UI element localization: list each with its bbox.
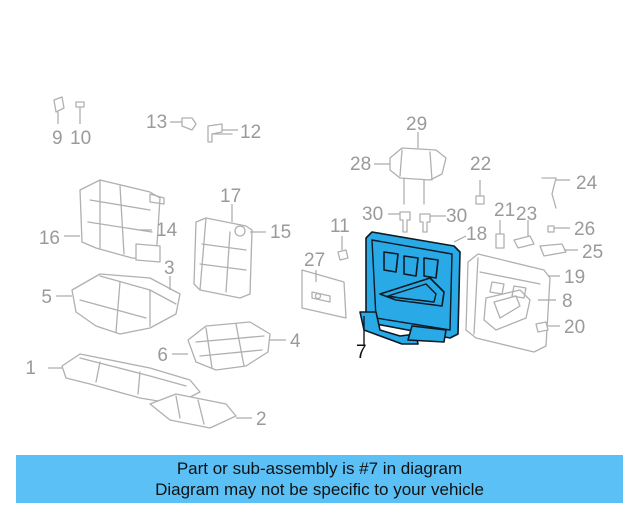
part-15-seat-back-right [193,204,266,299]
parts-diagram: 1 2 3 4 5 6 7 8 9 10 11 12 13 14 15 16 1… [25,96,603,430]
part-3-seat-cushion [56,273,181,335]
callout-2: 2 [256,409,267,430]
part-24-cable [541,177,570,209]
part-30-guide-left [388,211,411,233]
part-25-release [539,243,578,257]
part-22-clip [475,180,485,205]
callout-24: 24 [576,173,598,194]
callout-19: 19 [564,267,585,288]
part-21-plug [495,220,505,249]
part-11-fastener [337,236,349,261]
part-14-seat-back-left [64,179,165,263]
part-8-seat-back-panel [465,253,560,353]
part-4-cushion-frame [172,321,286,371]
part-9-clip [53,96,65,124]
callout-12: 12 [240,122,261,143]
callout-15: 15 [270,222,291,243]
callout-5: 5 [41,287,52,308]
callout-30-right: 30 [446,206,467,227]
part-10-pin [75,101,85,124]
banner-line-1: Part or sub-assembly is #7 in diagram [176,459,463,478]
callout-26: 26 [574,219,595,240]
part-12-bracket [207,123,238,143]
part-20-fastener [535,321,560,333]
part-1-seat-frame [48,353,201,405]
callout-25: 25 [582,242,603,263]
callout-8: 8 [562,291,573,312]
callout-14: 14 [156,220,178,241]
callout-30-left: 30 [362,204,383,225]
callout-23: 23 [516,204,537,225]
callout-22: 22 [470,154,491,175]
part-30-guide-right [419,213,446,233]
callout-4: 4 [290,331,301,352]
callout-3: 3 [164,258,175,279]
callout-1: 1 [25,358,36,379]
callout-6: 6 [157,345,168,366]
callout-20: 20 [564,317,585,338]
part-13-clip [170,117,197,131]
callout-27: 27 [304,250,325,271]
info-banner: Part or sub-assembly is #7 in diagram Di… [16,455,623,503]
part-2-frame-bracket [149,393,252,429]
callout-17: 17 [220,186,241,207]
callout-7: 7 [356,342,367,363]
callout-18: 18 [466,224,487,245]
callout-13: 13 [146,112,167,133]
callout-9: 9 [52,128,63,149]
banner-line-2: Diagram may not be specific to your vehi… [155,480,484,499]
callout-10: 10 [70,128,91,149]
callout-11: 11 [330,216,350,237]
callout-16: 16 [39,228,60,249]
part-27-bracket [301,269,347,319]
callout-29: 29 [406,114,427,135]
callout-labels: 1 2 3 4 5 6 7 8 9 10 11 12 13 14 15 16 1… [25,112,603,430]
part-26-screw [547,225,570,233]
part-29-head-restraint [374,132,447,205]
callout-21: 21 [494,200,515,221]
callout-28: 28 [350,154,371,175]
part-23-latch [513,220,535,249]
part-7-seat-back-frame [359,231,467,346]
